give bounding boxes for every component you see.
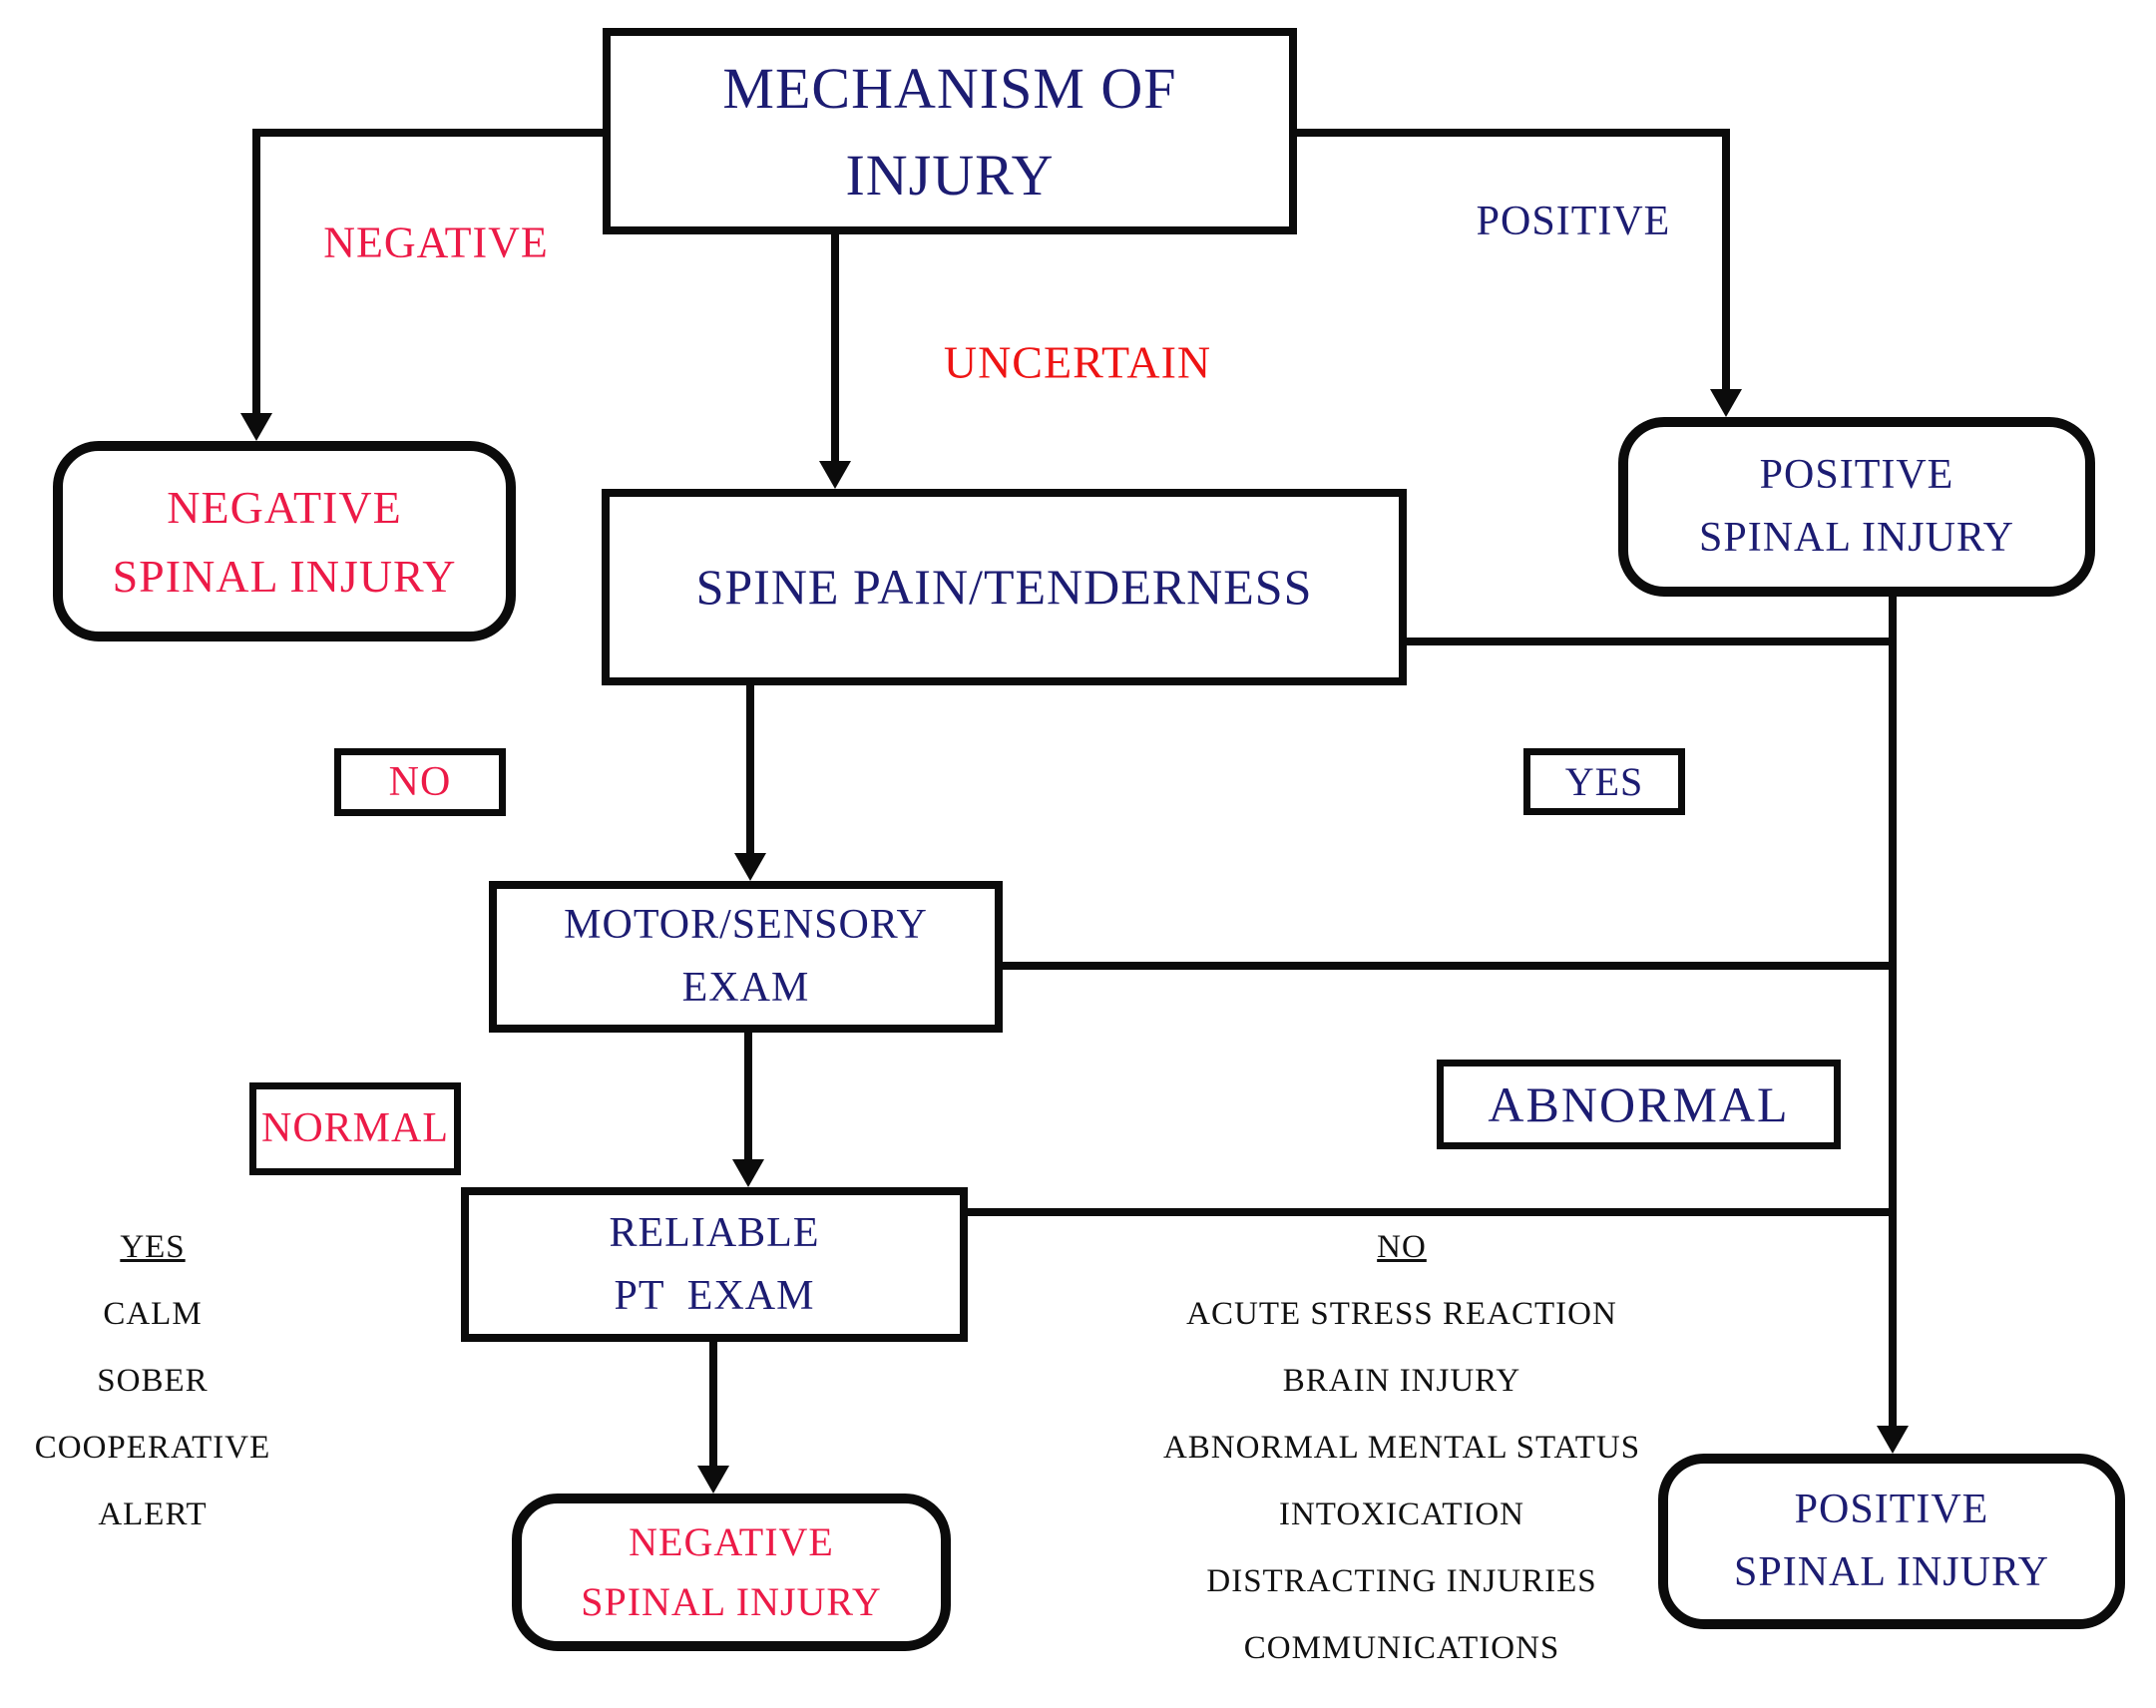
edge-reliable-yes-arrowhead-icon: [697, 1466, 729, 1494]
edge-spine-no-vertical: [746, 685, 754, 857]
edge-spine-yes-horizontal: [1407, 638, 1897, 645]
node-motor-line2: EXAM: [681, 965, 810, 1011]
reliable-criteria-heading: YES: [120, 1229, 186, 1265]
unreliable-criteria-heading: NO: [1377, 1229, 1427, 1265]
edge-main-positive-arrowhead-icon: [1877, 1426, 1909, 1454]
node-spine-pain-tenderness: SPINE PAIN/TENDERNESS: [602, 489, 1407, 685]
edge-uncertain-arrowhead-icon: [819, 461, 851, 489]
unreliable-criteria-list: NO ACUTE STRESS REACTION BRAIN INJURY AB…: [1163, 1214, 1640, 1682]
label-abnormal: ABNORMAL: [1488, 1075, 1790, 1132]
node-mechanism-line1: MECHANISM OF: [722, 55, 1177, 121]
edge-reliable-no-horizontal: [968, 1208, 1897, 1216]
negative-left-line2: SPINAL INJURY: [112, 550, 457, 602]
positive-top-line1: POSITIVE: [1759, 452, 1954, 498]
label-box-yes: YES: [1523, 748, 1685, 815]
node-motor-sensory-exam: MOTOR/SENSORY EXAM: [489, 881, 1003, 1033]
node-positive-spinal-injury-bottom: POSITIVE SPINAL INJURY: [1658, 1454, 2125, 1629]
node-positive-spinal-injury-top: POSITIVE SPINAL INJURY: [1618, 417, 2095, 597]
negative-left-line1: NEGATIVE: [167, 481, 402, 533]
unreliable-criteria-item: ACUTE STRESS REACTION: [1186, 1296, 1617, 1332]
node-mechanism-line2: INJURY: [845, 142, 1055, 208]
label-uncertain-branch: UNCERTAIN: [943, 336, 1212, 388]
unreliable-criteria-item: ABNORMAL MENTAL STATUS: [1162, 1430, 1641, 1466]
reliable-criteria-item: ALERT: [98, 1496, 208, 1532]
label-box-abnormal: ABNORMAL: [1437, 1060, 1841, 1149]
positive-top-line2: SPINAL INJURY: [1699, 515, 2014, 561]
node-motor-line1: MOTOR/SENSORY: [564, 902, 928, 948]
edge-reliable-yes-vertical: [709, 1342, 717, 1468]
edge-motor-normal-arrowhead-icon: [732, 1159, 764, 1187]
label-box-no: NO: [334, 748, 506, 816]
edge-motor-abnormal-horizontal: [1003, 962, 1897, 970]
edge-negative-vertical: [252, 129, 260, 419]
node-reliable-pt-exam: RELIABLE PT EXAM: [461, 1187, 968, 1342]
negative-bottom-line2: SPINAL INJURY: [581, 1579, 882, 1624]
reliable-criteria-item: SOBER: [97, 1363, 209, 1399]
positive-bottom-line2: SPINAL INJURY: [1734, 1549, 2049, 1595]
node-negative-spinal-injury-left: NEGATIVE SPINAL INJURY: [53, 441, 516, 641]
label-yes: YES: [1564, 758, 1644, 804]
unreliable-criteria-item: BRAIN INJURY: [1282, 1363, 1521, 1399]
positive-bottom-line1: POSITIVE: [1794, 1487, 1989, 1532]
edge-positive-horizontal: [1297, 129, 1730, 137]
edge-positive-arrowhead-icon: [1710, 389, 1742, 417]
edge-negative-arrowhead-icon: [240, 413, 272, 441]
label-negative-branch: NEGATIVE: [323, 217, 549, 267]
unreliable-criteria-item: INTOXICATION: [1278, 1496, 1525, 1532]
negative-bottom-line1: NEGATIVE: [629, 1519, 834, 1564]
label-no: NO: [388, 758, 452, 805]
label-normal: NORMAL: [260, 1105, 449, 1151]
edge-positive-vertical: [1722, 129, 1730, 393]
label-box-normal: NORMAL: [249, 1082, 461, 1175]
node-mechanism-of-injury: MECHANISM OF INJURY: [603, 28, 1297, 234]
unreliable-criteria-item: COMMUNICATIONS: [1243, 1630, 1560, 1666]
node-reliable-line2: PT EXAM: [614, 1272, 815, 1319]
reliable-criteria-item: COOPERATIVE: [34, 1430, 271, 1466]
edge-spine-no-arrowhead-icon: [734, 853, 766, 881]
label-positive-branch: POSITIVE: [1476, 199, 1671, 244]
node-negative-spinal-injury-bottom: NEGATIVE SPINAL INJURY: [512, 1494, 951, 1651]
edge-main-positive-vertical: [1889, 597, 1897, 1428]
node-spine-line1: SPINE PAIN/TENDERNESS: [695, 559, 1313, 615]
reliable-criteria-item: CALM: [103, 1296, 203, 1332]
node-reliable-line1: RELIABLE: [609, 1209, 820, 1256]
edge-negative-horizontal: [252, 129, 603, 137]
reliable-criteria-list: YES CALM SOBER COOPERATIVE ALERT: [35, 1214, 271, 1548]
edge-motor-normal-vertical: [744, 1033, 752, 1163]
edge-uncertain-vertical: [831, 234, 839, 463]
unreliable-criteria-item: DISTRACTING INJURIES: [1206, 1563, 1597, 1599]
